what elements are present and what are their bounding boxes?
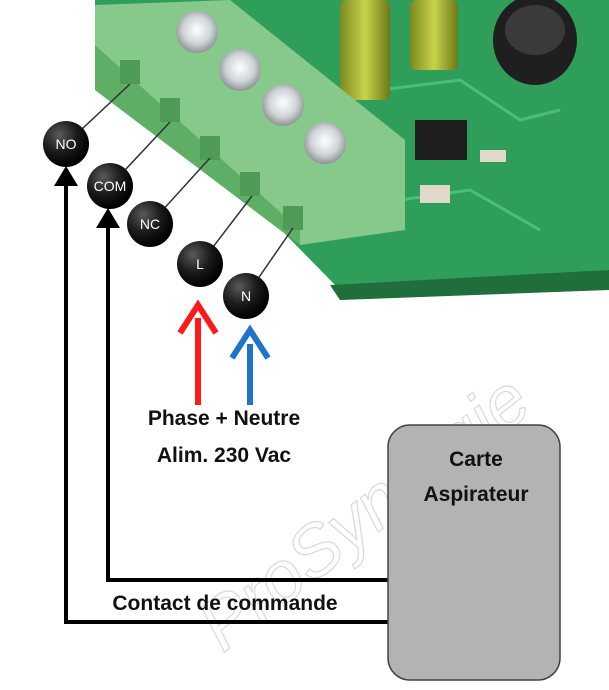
power-label-line1: Phase + Neutre [148, 407, 300, 430]
terminal-l: L [177, 241, 223, 287]
terminal-nc: NC [127, 201, 173, 247]
power-label-line2: Alim. 230 Vac [157, 444, 292, 467]
terminal-no: NO [43, 121, 89, 167]
terminal-block [95, 0, 405, 245]
terminal-no-label: NO [56, 136, 77, 152]
arrow-up-icon [229, 324, 271, 405]
terminal-l-label: L [196, 256, 204, 272]
terminal-n: N [223, 273, 269, 319]
terminal-nc-label: NC [140, 216, 160, 232]
terminal-n-label: N [241, 288, 251, 304]
terminal-com: COM [87, 163, 133, 209]
box-label-line1: Carte [449, 448, 503, 471]
contact-label: Contact de commande [112, 592, 337, 615]
terminal-com-label: COM [94, 178, 127, 194]
arrow-up-icon [177, 299, 219, 405]
capacitor-icon [340, 0, 577, 100]
terminal-screw-icon [176, 11, 346, 164]
vacuum-board-box: Carte Aspirateur [387, 424, 561, 681]
box-label-line2: Aspirateur [423, 483, 528, 506]
arrow-up-icon [54, 166, 120, 228]
control-wires [64, 176, 405, 624]
